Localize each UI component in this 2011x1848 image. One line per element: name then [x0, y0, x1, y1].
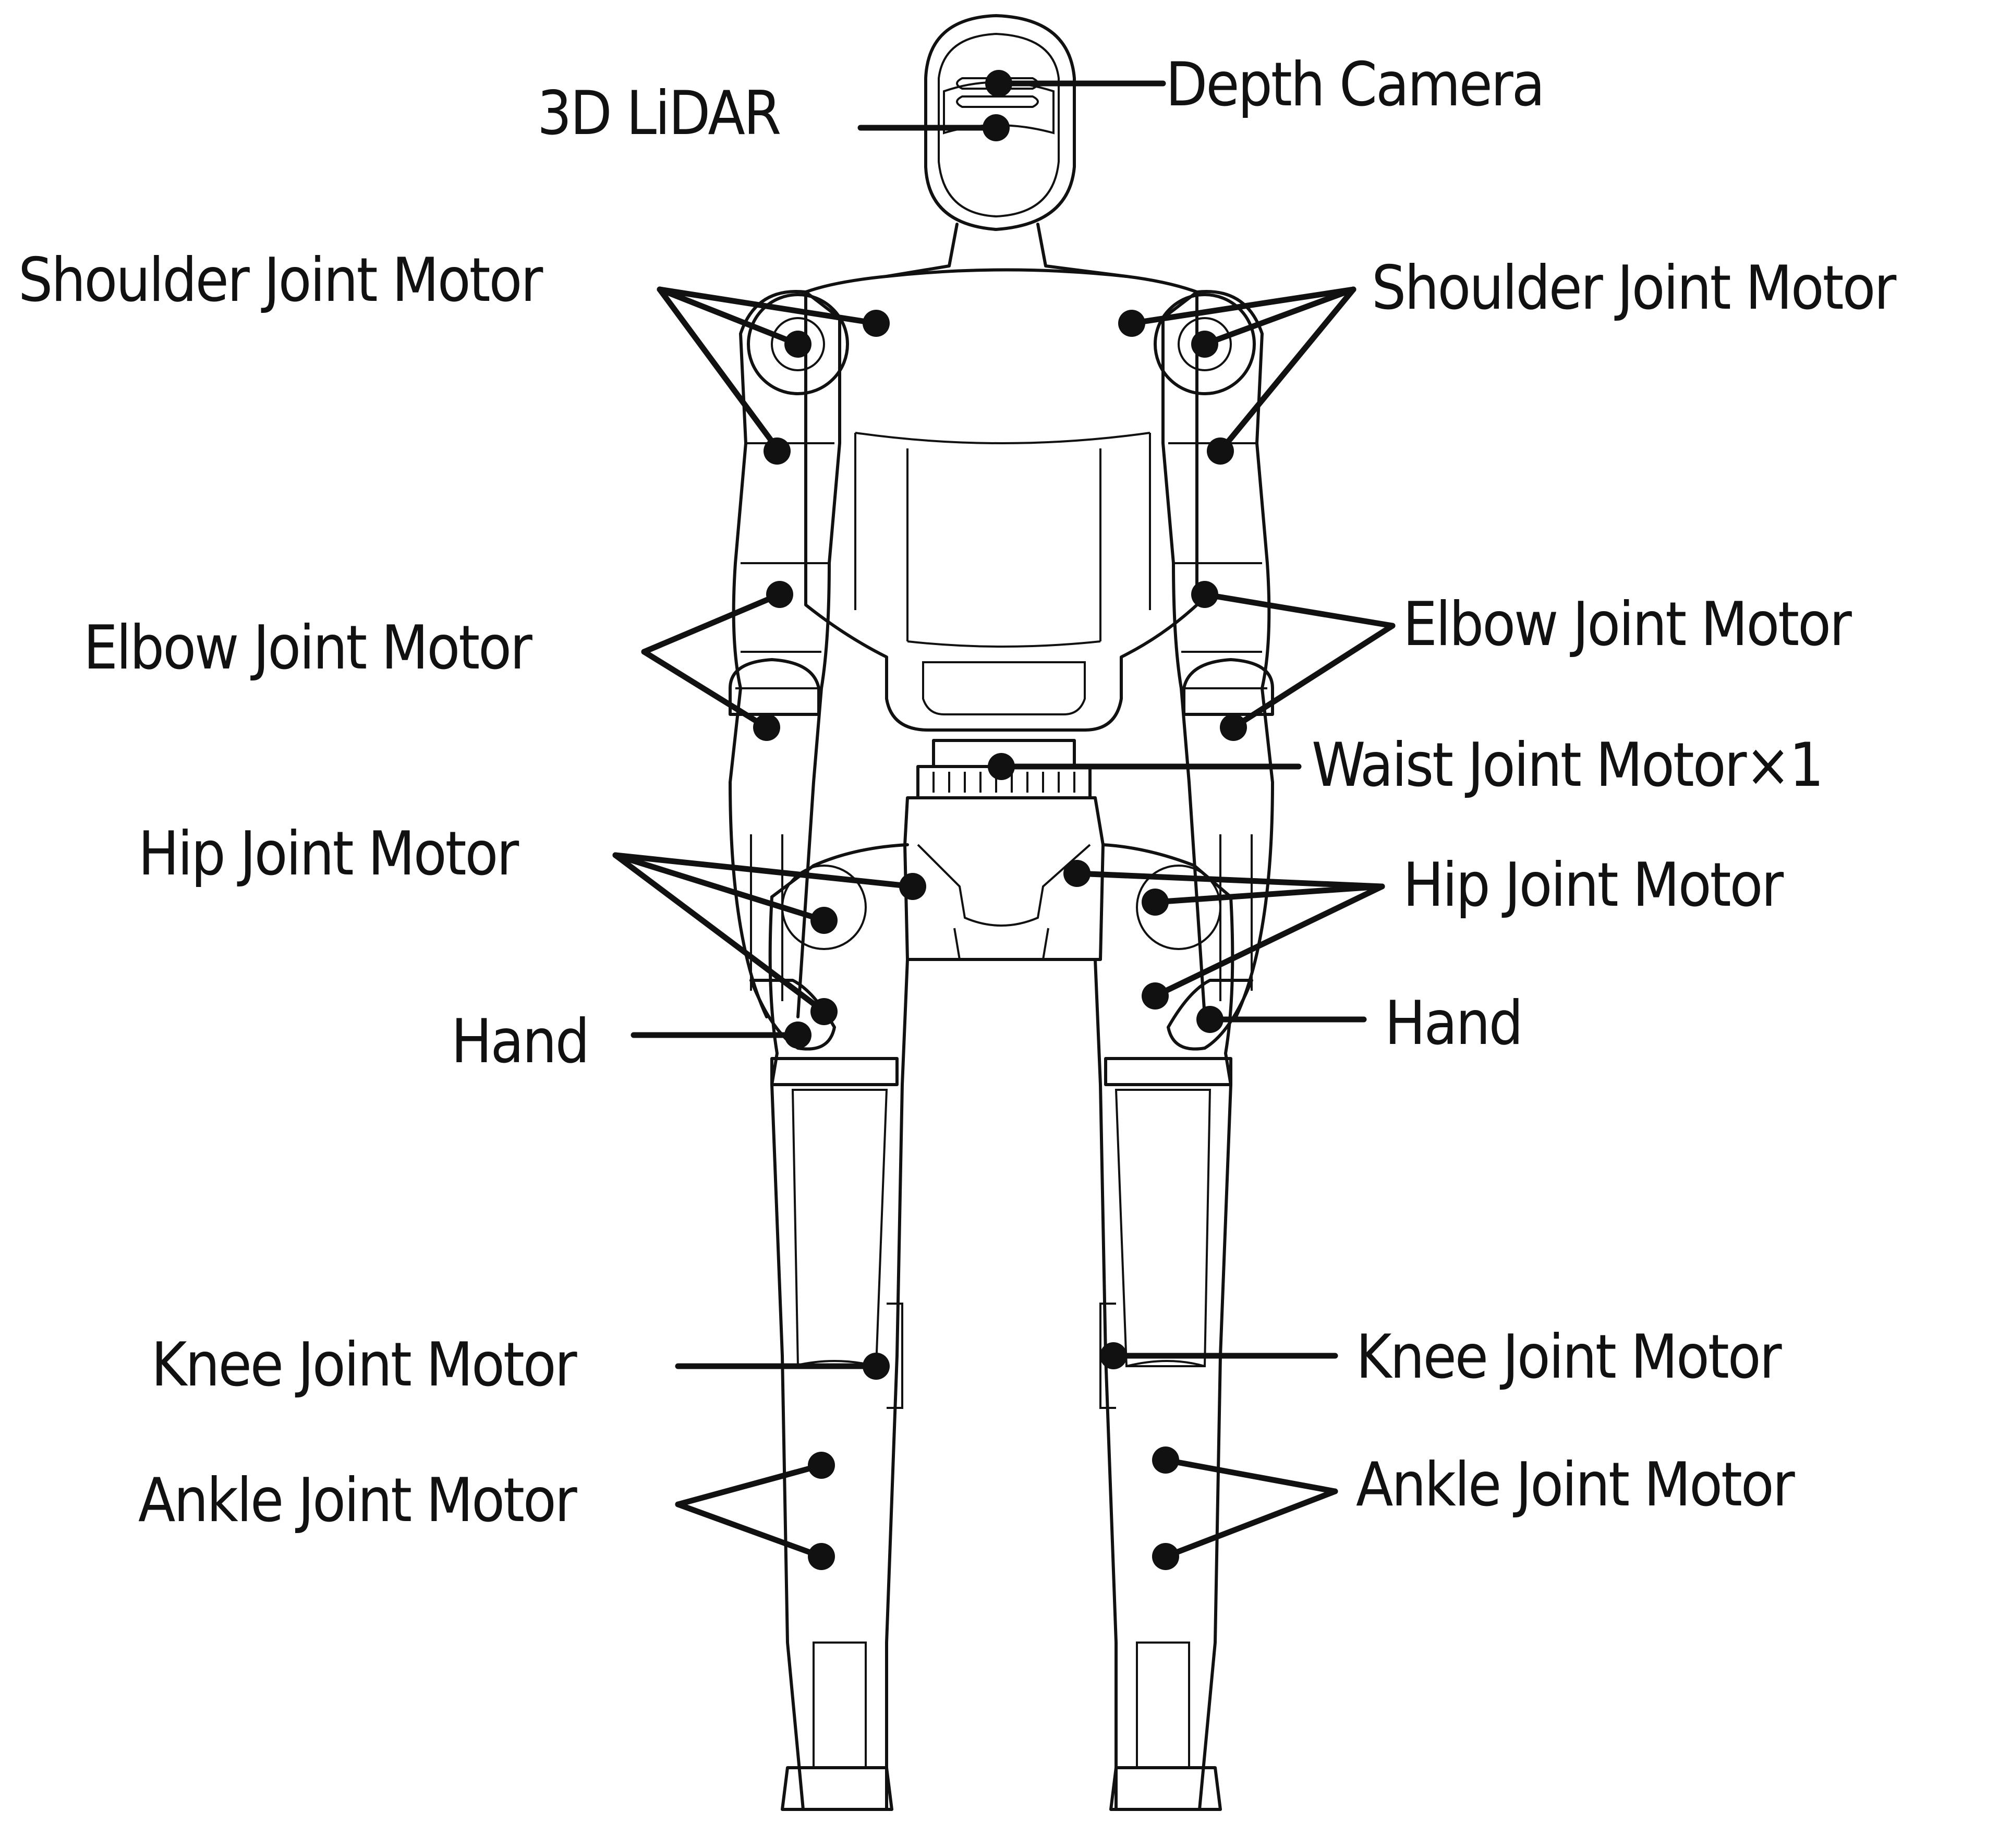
robot-pelvis [770, 796, 1232, 961]
robot-torso [804, 268, 1198, 732]
label-3d-lidar: 3D LiDAR [537, 78, 781, 149]
label-shoulder-left: Shoulder Joint Motor [18, 245, 543, 315]
label-knee-left: Knee Joint Motor [151, 1330, 577, 1400]
label-hip-left: Hip Joint Motor [138, 819, 519, 889]
label-hand-right: Hand [1385, 988, 1523, 1059]
label-ankle-right: Ankle Joint Motor [1356, 1450, 1795, 1520]
label-ankle-left: Ankle Joint Motor [138, 1465, 577, 1536]
leader-lines [612, 70, 1396, 1570]
label-waist: Waist Joint Motor×1 [1312, 730, 1824, 800]
label-shoulder-right: Shoulder Joint Motor [1372, 253, 1896, 323]
label-depth-camera: Depth Camera [1166, 50, 1545, 120]
label-elbow-right: Elbow Joint Motor [1403, 589, 1852, 660]
robot-left-arm [729, 290, 849, 1051]
label-hip-right: Hip Joint Motor [1403, 850, 1784, 920]
label-knee-right: Knee Joint Motor [1356, 1322, 1782, 1392]
robot-left-leg [768, 865, 909, 1811]
label-elbow-left: Elbow Joint Motor [83, 613, 532, 683]
label-hand-left: Hand [451, 1006, 590, 1077]
robot-head [924, 14, 1076, 231]
